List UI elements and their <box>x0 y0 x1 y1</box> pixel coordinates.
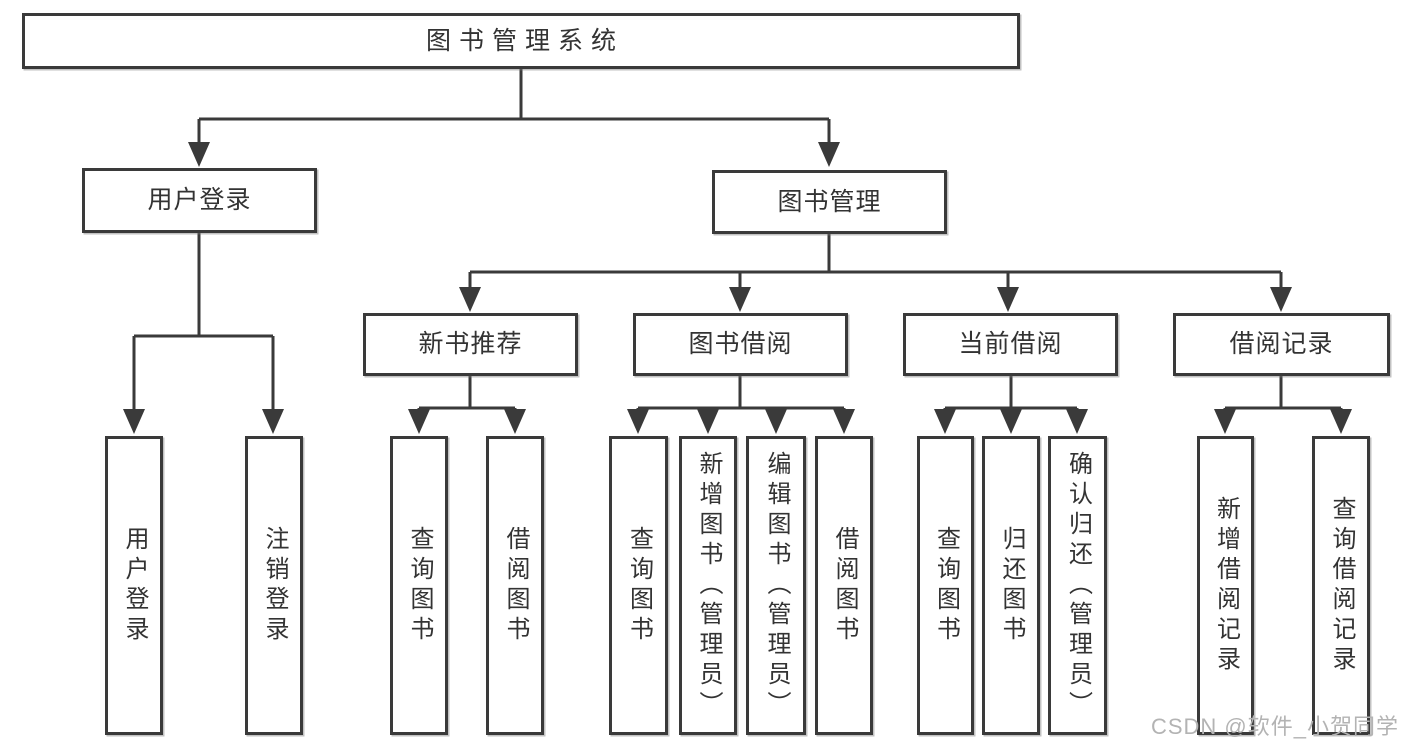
leaf-confirm-return-admin: 确认归还（管理员） <box>1048 436 1107 735</box>
node-library-system: 图书管理系统 <box>22 13 1020 69</box>
leaf-return-books: 归还图书 <box>982 436 1040 735</box>
node-new-book-recommend: 新书推荐 <box>363 313 578 376</box>
leaf-add-books-admin: 新增图书（管理员） <box>679 436 737 735</box>
node-book-management: 图书管理 <box>712 170 947 234</box>
leaf-logout: 注销登录 <box>245 436 303 735</box>
leaf-edit-books-admin: 编辑图书（管理员） <box>746 436 806 735</box>
leaf-borrow-books: 借阅图书 <box>815 436 873 735</box>
leaf-current-query-books: 查询图书 <box>917 436 974 735</box>
node-current-borrow: 当前借阅 <box>903 313 1118 376</box>
node-book-borrow: 图书借阅 <box>633 313 848 376</box>
node-borrow-record: 借阅记录 <box>1173 313 1390 376</box>
leaf-recommend-borrow-books: 借阅图书 <box>486 436 544 735</box>
leaf-recommend-query-books: 查询图书 <box>390 436 448 735</box>
node-user-login: 用户登录 <box>82 168 317 233</box>
leaf-add-borrow-record: 新增借阅记录 <box>1197 436 1254 735</box>
leaf-borrow-query-books: 查询图书 <box>609 436 668 735</box>
leaf-user-login: 用户登录 <box>105 436 163 735</box>
leaf-query-borrow-record: 查询借阅记录 <box>1312 436 1370 735</box>
csdn-watermark: CSDN @软件_小贺同学 <box>1150 714 1399 739</box>
